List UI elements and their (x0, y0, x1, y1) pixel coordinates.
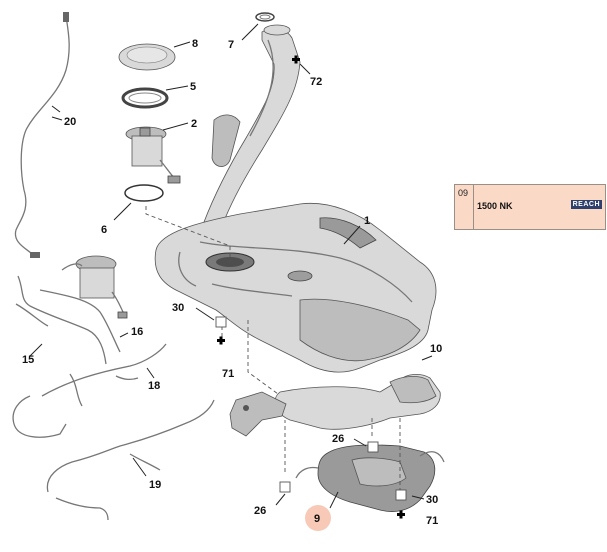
plus-marker-72 (292, 55, 300, 64)
filler-cap-seal (255, 12, 275, 22)
callout-26-right: 26 (332, 433, 344, 445)
part-reference-table: 09 1500 NK REACH (454, 184, 606, 230)
mount-point-30a (215, 316, 227, 328)
reference-code: 09 (455, 185, 474, 229)
callout-18: 18 (148, 380, 160, 392)
callout-72: 72 (310, 76, 322, 88)
callout-5: 5 (190, 81, 196, 93)
callout-15: 15 (22, 354, 34, 366)
level-sender (61, 255, 128, 319)
fuel-line-19 (46, 399, 215, 521)
fuel-line-15 (15, 275, 107, 365)
callout-71-right: 71 (426, 515, 438, 527)
mount-point-26b (367, 441, 379, 453)
leader-lines (29, 23, 433, 509)
callout-16: 16 (131, 326, 143, 338)
fuel-line-18 (12, 343, 167, 438)
reach-badge: REACH (570, 200, 602, 209)
callout-1: 1 (364, 215, 370, 227)
wiring-harness-20 (14, 12, 70, 258)
fuel-line-16 (39, 289, 121, 353)
highlight-marker (305, 505, 331, 531)
callout-26-left: 26 (254, 505, 266, 517)
pump-o-ring (124, 184, 164, 202)
callout-6: 6 (101, 224, 107, 236)
callout-7: 7 (228, 39, 234, 51)
part-number: 1500 NK (477, 201, 513, 211)
callout-8: 8 (192, 38, 198, 50)
dashed-guides (145, 206, 401, 492)
fuel-pump-module (125, 126, 181, 184)
callout-71-left: 71 (222, 368, 234, 380)
mount-point-26a (279, 481, 291, 493)
pump-cover-plate (118, 43, 176, 71)
plus-marker-71b (397, 510, 405, 519)
fuel-tank (154, 202, 437, 373)
callout-2: 2 (191, 118, 197, 130)
callout-30-left: 30 (172, 302, 184, 314)
callout-19: 19 (149, 479, 161, 491)
heat-shield (274, 374, 441, 430)
filler-neck (203, 24, 301, 227)
callout-30-right: 30 (426, 494, 438, 506)
mounting-bracket (229, 391, 287, 437)
mount-point-30b (395, 489, 407, 501)
callout-9: 9 (314, 513, 320, 525)
reference-main-cell: 1500 NK REACH (474, 185, 605, 229)
callout-20: 20 (64, 116, 76, 128)
plus-marker-71a (217, 336, 225, 345)
lock-ring (121, 87, 169, 109)
callout-10: 10 (430, 343, 442, 355)
carbon-canister (295, 444, 445, 512)
